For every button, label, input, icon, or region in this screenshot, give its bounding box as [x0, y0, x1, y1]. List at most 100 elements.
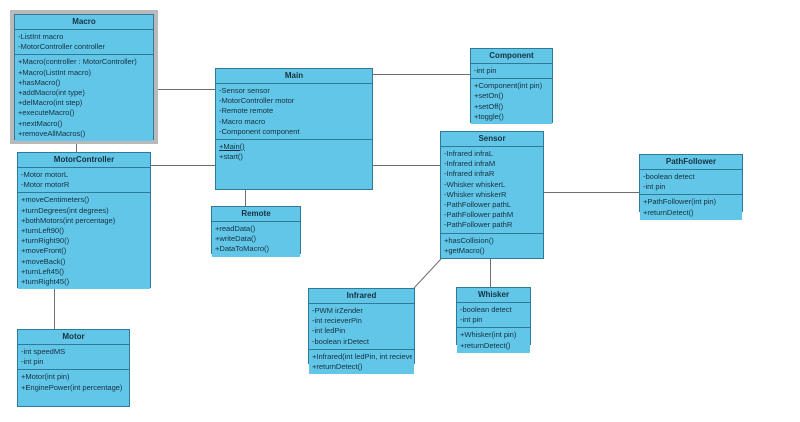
class-method: +turnLeft90() — [21, 226, 65, 236]
class-attributes-motor: -int speedMS -int pin — [18, 345, 129, 371]
class-method: +hasMacro() — [18, 77, 61, 87]
class-attribute: -int pin — [460, 315, 483, 325]
class-title-remote: Remote — [212, 207, 300, 222]
macro-selection-frame — [10, 10, 158, 144]
class-method: +Whisker(int pin) — [460, 330, 517, 340]
class-attribute: -MotorController motor — [219, 96, 295, 106]
class-method: +returnDetect() — [460, 340, 511, 350]
class-attribute: -Motor motorL — [21, 170, 69, 179]
class-method-static: +Main() — [219, 142, 245, 152]
class-attribute: -Infrared infraM — [444, 159, 496, 169]
class-attribute: -int recieverPin — [312, 316, 362, 326]
class-method: +turnRight45() — [21, 277, 70, 287]
class-title-whisker: Whisker — [457, 288, 530, 303]
association-motorcontroller-motor — [54, 288, 55, 329]
class-box-pathfollower[interactable]: PathFollower -boolean detect -int pin +P… — [639, 154, 743, 220]
class-box-sensor[interactable]: Sensor -Infrared infraL -Infrared infraM… — [440, 131, 544, 259]
class-box-infrared[interactable]: Infrared -PWM irZender -int recieverPin … — [308, 288, 415, 375]
class-method: +Macro(controller : MotorController) — [18, 57, 137, 67]
class-attribute: -PathFollower pathL — [444, 200, 512, 210]
class-attribute: -PWM irZender — [312, 306, 363, 315]
class-box-main[interactable]: Main -Sensor sensor -MotorController mot… — [215, 68, 373, 190]
class-attributes-main: -Sensor sensor -MotorController motor -R… — [216, 84, 372, 141]
class-attribute: -boolean detect — [460, 305, 512, 314]
class-method: +readData() — [215, 224, 256, 233]
class-attribute: -int pin — [643, 182, 666, 192]
class-attribute: -int pin — [474, 66, 497, 75]
class-attribute: -MotorController controller — [18, 42, 105, 52]
class-methods-infrared: +Infrared(int ledPin, int recieverPin) +… — [309, 349, 414, 375]
class-attribute: -boolean detect — [643, 172, 695, 181]
class-methods-whisker: +Whisker(int pin) +returnDetect() — [457, 328, 530, 353]
class-method: +moveCentimeters() — [21, 195, 90, 205]
class-attributes-infrared: -PWM irZender -int recieverPin -int ledP… — [309, 304, 414, 350]
class-method: +hasCollision() — [444, 235, 494, 245]
class-method: +bothMotors(int percentage) — [21, 215, 116, 225]
association-main-remote — [245, 190, 246, 206]
class-attribute: -Motor motorR — [21, 180, 70, 190]
class-box-macro[interactable]: Macro -ListInt macro -MotorController co… — [14, 14, 154, 142]
class-methods-remote: +readData() +writeData() +DataToMacro() — [212, 222, 300, 257]
class-methods-macro: +Macro(controller : MotorController) +Ma… — [15, 55, 153, 142]
class-attribute: -Component component — [219, 126, 300, 136]
association-sensor-pathfollower — [544, 192, 639, 193]
class-method: +toggle() — [474, 111, 504, 121]
class-attribute: -Remote remote — [219, 106, 274, 116]
association-motorcontroller-main — [151, 165, 215, 166]
class-box-whisker[interactable]: Whisker -boolean detect -int pin +Whiske… — [456, 287, 531, 353]
class-method: +delMacro(int step) — [18, 98, 83, 108]
class-attributes-whisker: -boolean detect -int pin — [457, 303, 530, 329]
class-attribute: -int ledPin — [312, 326, 346, 336]
class-attributes-component: -int pin — [471, 64, 552, 80]
class-attribute: -PathFollower pathR — [444, 220, 513, 230]
class-method: +moveFront() — [21, 246, 67, 256]
class-method: +Infrared(int ledPin, int recieverPin) — [312, 351, 412, 361]
association-main-component — [373, 74, 470, 75]
association-sensor-whisker — [490, 259, 491, 287]
class-method: +setOff() — [474, 101, 504, 111]
class-box-motor[interactable]: Motor -int speedMS -int pin +Motor(int p… — [17, 329, 130, 407]
class-methods-main: +Main() +start() — [216, 140, 372, 165]
class-title-main: Main — [216, 69, 372, 84]
class-method: +addMacro(int type) — [18, 88, 85, 98]
class-title-macro: Macro — [15, 15, 153, 30]
class-method: +PathFollower(int pin) — [643, 197, 716, 207]
class-attributes-motorcontroller: -Motor motorL -Motor motorR — [18, 168, 150, 194]
class-title-sensor: Sensor — [441, 132, 543, 147]
class-attribute: -PathFollower pathM — [444, 210, 514, 220]
class-attribute: -int speedMS — [21, 347, 66, 356]
class-method: +moveBack() — [21, 256, 66, 266]
class-attribute: -Infrared infraR — [444, 169, 495, 179]
class-attributes-pathfollower: -boolean detect -int pin — [640, 170, 742, 196]
class-method: +turnRight90() — [21, 236, 70, 246]
class-method: +executeMacro() — [18, 108, 75, 118]
class-title-component: Component — [471, 49, 552, 64]
class-attribute: -Infrared infraL — [444, 149, 494, 158]
class-methods-motor: +Motor(int pin) +EnginePower(int percent… — [18, 370, 129, 395]
class-attributes-sensor: -Infrared infraL -Infrared infraM -Infra… — [441, 147, 543, 234]
class-box-motorcontroller[interactable]: MotorController -Motor motorL -Motor mot… — [17, 152, 151, 290]
class-attribute: -Sensor sensor — [219, 86, 270, 95]
class-method: +turnLeft45() — [21, 266, 65, 276]
class-attribute: -Macro macro — [219, 116, 266, 126]
class-method: +Motor(int pin) — [21, 372, 70, 382]
class-method: +nextMacro() — [18, 118, 63, 128]
class-method: +start() — [219, 152, 243, 162]
class-method: +returnDetect() — [643, 207, 694, 217]
class-attributes-macro: -ListInt macro -MotorController controll… — [15, 30, 153, 56]
association-main-sensor — [373, 165, 440, 166]
association-macro-main — [156, 89, 215, 90]
class-method: +Component(int pin) — [474, 81, 543, 91]
class-method: +turnDegrees(int degrees) — [21, 205, 109, 215]
class-methods-sensor: +hasCollision() +getMacro() — [441, 233, 543, 259]
class-method: +getMacro() — [444, 245, 485, 255]
class-method: +setOn() — [474, 91, 504, 101]
class-title-motor: Motor — [18, 330, 129, 345]
class-method: +removeAllMacros() — [18, 128, 86, 138]
class-box-remote[interactable]: Remote +readData() +writeData() +DataToM… — [211, 206, 301, 257]
class-method: +DataToMacro() — [215, 244, 269, 254]
class-methods-component: +Component(int pin) +setOn() +setOff() +… — [471, 79, 552, 125]
class-method: +Macro(ListInt macro) — [18, 67, 92, 77]
class-box-component[interactable]: Component -int pin +Component(int pin) +… — [470, 48, 553, 125]
